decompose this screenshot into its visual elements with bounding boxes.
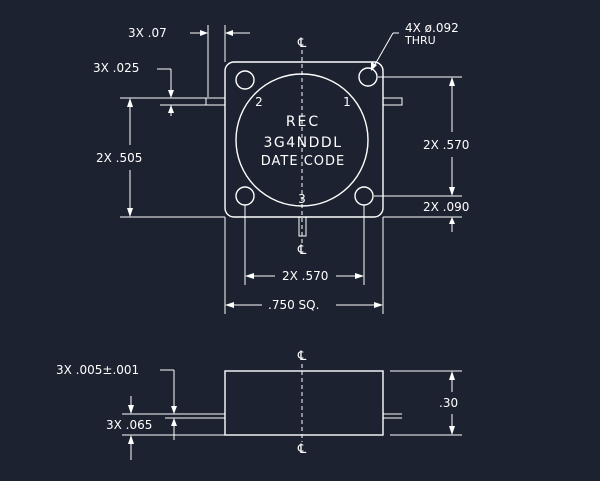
dim-lead-offset-arrow-bottom (127, 208, 133, 217)
dim-side-lead-thickness-arrow-bottom (171, 418, 177, 426)
dim-lead-width-arrow-right (225, 30, 233, 36)
dim-side-lead-height-arrow-top (128, 405, 134, 414)
dim-lead-offset-arrow-top (127, 98, 133, 107)
dim-body-arrow-right (374, 302, 383, 308)
port-number-1: 1 (343, 95, 351, 109)
label-line-date-code: DATE CODE (261, 154, 346, 169)
dim-side-lead-height-arrow-bottom (128, 435, 134, 444)
mounting-hole-top-left (235, 70, 255, 90)
label-line-part-number: 3G4NDDL (264, 135, 343, 151)
mounting-hole-top-right (358, 67, 378, 87)
dim-side-body-arrow-top (449, 371, 455, 380)
hole-callout-thru: THRU (404, 34, 436, 47)
port-number-2: 2 (255, 95, 263, 109)
dim-body-square: .750 SQ. (268, 298, 319, 312)
centerline-symbol-bottom: ℄ (297, 243, 307, 258)
side-centerline-symbol-top: ℄ (297, 349, 307, 364)
top-view: ℄ ℄ REC 3G4NDDL DATE CODE 2 1 3 4X ø.092… (93, 21, 469, 314)
mounting-hole-bottom-right (354, 186, 374, 206)
dim-hole-vert-arrow-bottom (449, 187, 455, 196)
hole-callout-arrowhead (371, 62, 377, 71)
dim-lead-thickness-arrow-bottom (168, 105, 174, 113)
side-view: ℄ ℄ 3X .005±.001 3X .065 .30 (56, 349, 462, 460)
dim-lead-offset: 2X .505 (96, 151, 142, 165)
dim-hole-vert-arrow-top (449, 77, 455, 86)
dim-side-body-height: .30 (439, 396, 458, 410)
dim-side-lead-thickness-arrow-top (171, 406, 177, 414)
dim-body-arrow-left (225, 302, 234, 308)
dim-side-body-arrow-bottom (449, 426, 455, 435)
hole-callout-leader (372, 32, 394, 69)
side-body-outline (224, 370, 384, 436)
dim-hole-spacing-vertical: 2X .570 (423, 138, 469, 152)
dim-lead-width-arrow-left (200, 30, 208, 36)
lead-port-2 (205, 97, 226, 106)
dim-lead-thickness-arrow-top (168, 90, 174, 98)
dim-hole-spacing-horizontal: 2X .570 (282, 269, 328, 283)
lead-port-1 (382, 97, 403, 106)
dim-side-lead-thickness: 3X .005±.001 (56, 363, 139, 377)
dim-hole-horiz-arrow-right (355, 273, 364, 279)
hole-callout-size: 4X ø.092 (405, 21, 459, 35)
dim-side-lead-height: 3X .065 (106, 418, 152, 432)
centerline-symbol-top: ℄ (297, 36, 307, 51)
dim-hole-edge-arrow (449, 217, 455, 224)
dim-lead-thickness-top: 3X .025 (93, 61, 139, 75)
dim-hole-edge: 2X .090 (423, 200, 469, 214)
mounting-hole-bottom-left (235, 186, 255, 206)
dim-lead-width: 3X .07 (128, 26, 167, 40)
dim-hole-horiz-arrow-left (245, 273, 254, 279)
port-number-3: 3 (298, 192, 306, 206)
side-centerline-symbol-bottom: ℄ (297, 442, 307, 457)
label-line-rec: REC (286, 114, 320, 130)
